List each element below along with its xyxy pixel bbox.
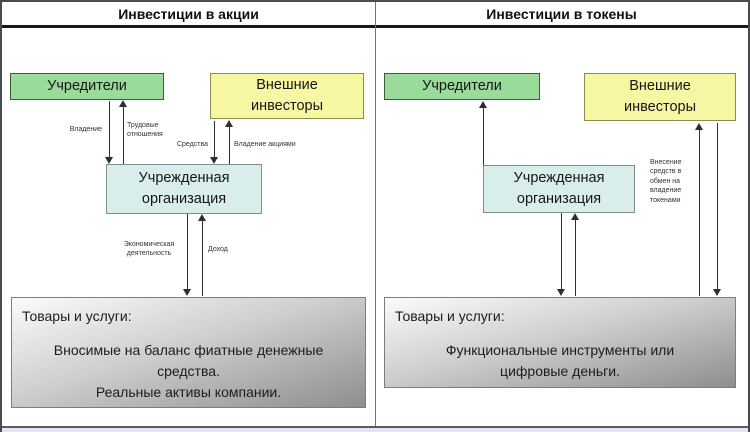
stocks-activity-arrow	[183, 214, 192, 296]
tokens-investors-to-goods-arrow	[713, 123, 722, 296]
tokens-goods-to-org-arrow	[571, 213, 580, 296]
stocks-funds-label: Средства	[176, 141, 208, 148]
tokens-org-to-founders-arrow	[479, 101, 488, 165]
column-divider	[375, 2, 376, 426]
header-stocks-cell: Инвестиции в акции	[2, 2, 375, 28]
tokens-org-to-goods-arrow	[557, 213, 566, 296]
stocks-goods-box: Товары и услуги: Вносимые на баланс фиат…	[11, 297, 366, 408]
tokens-goods-text: Функциональные инструменты или цифровые …	[425, 340, 695, 382]
tokens-goods-to-investors-arrow	[695, 123, 704, 296]
stocks-goods-line1: Вносимые на баланс фиатные денежные сред…	[53, 342, 324, 380]
stocks-organization-text: Учрежденная организация	[138, 169, 230, 207]
stocks-income-label: Доход	[208, 246, 228, 253]
stocks-labor-arrow	[119, 100, 128, 164]
tokens-organization-box: Учрежденная организация	[483, 165, 635, 213]
tokens-goods-line1: Функциональные инструменты или цифровые …	[445, 342, 675, 380]
tokens-founders-text: Учредители	[422, 77, 502, 94]
stocks-goods-line2: Реальные активы компании.	[95, 384, 282, 401]
stocks-shares-label: Владение акциями	[234, 141, 296, 148]
stocks-income-arrow	[198, 214, 207, 296]
stocks-funds-arrow	[210, 121, 219, 164]
tokens-exchange-label: Внесение средств в обмен на владение ток…	[650, 159, 682, 204]
tokens-goods-title: Товары и услуги:	[395, 308, 505, 324]
stocks-founders-box: Учредители	[10, 73, 164, 100]
stocks-goods-text: Вносимые на баланс фиатные денежные сред…	[44, 340, 334, 403]
bottom-border-strip	[2, 426, 748, 432]
stocks-activity-label: Экономическая деятельность	[123, 241, 175, 258]
tokens-organization-text: Учрежденная организация	[513, 169, 605, 207]
tokens-goods-box: Товары и услуги: Функциональные инструме…	[384, 297, 736, 388]
tokens-investors-text: Внешние инвесторы	[624, 77, 696, 115]
tokens-investors-box: Внешние инвесторы	[584, 73, 736, 121]
stocks-investors-text: Внешние инвесторы	[251, 76, 323, 114]
stocks-shares-arrow	[225, 120, 234, 164]
stocks-founders-text: Учредители	[47, 77, 127, 94]
stocks-goods-title: Товары и услуги:	[22, 308, 132, 324]
stocks-investors-box: Внешние инвесторы	[210, 73, 364, 119]
stocks-ownership-arrow	[105, 101, 114, 164]
stocks-organization-box: Учрежденная организация	[106, 164, 262, 214]
header-tokens-cell: Инвестиции в токены	[375, 2, 748, 28]
stocks-labor-label: Трудовые отношения	[127, 122, 163, 139]
stocks-ownership-label: Владение	[69, 126, 102, 133]
tokens-founders-box: Учредители	[384, 73, 540, 100]
